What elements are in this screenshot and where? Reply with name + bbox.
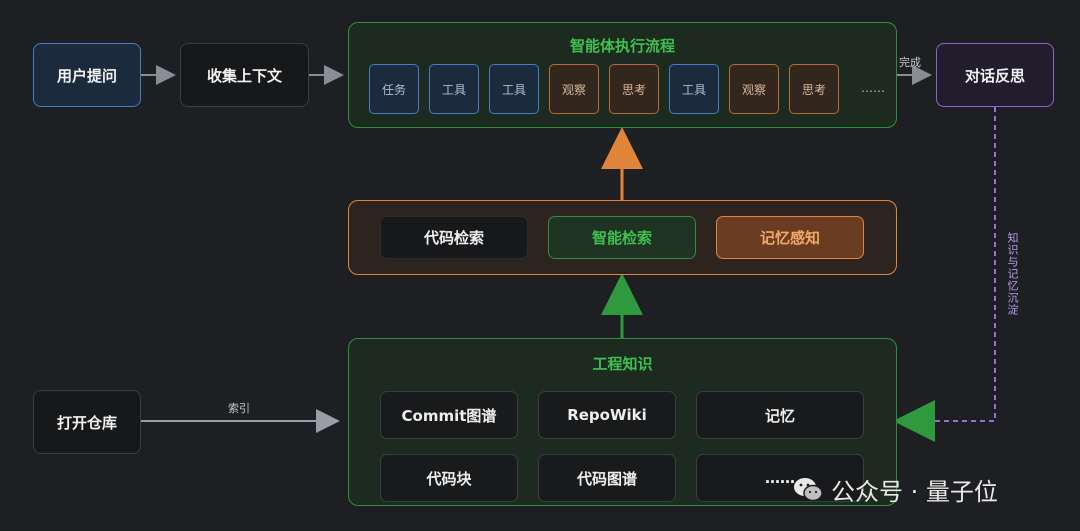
knowledge-item-repowiki: RepoWiki bbox=[538, 391, 676, 439]
flow-step: …… bbox=[861, 81, 885, 95]
flow-step: 工具 bbox=[669, 64, 719, 114]
smart-search-box: 智能检索 bbox=[548, 216, 696, 259]
user-question-node: 用户提问 bbox=[33, 43, 141, 107]
knowledge-item-memory: 记忆 bbox=[696, 391, 864, 439]
memory-aware-box: 记忆感知 bbox=[716, 216, 864, 259]
agent-flow-panel: 智能体执行流程 任务工具工具观察思考工具观察思考…… bbox=[348, 22, 897, 128]
knowledge-item-code-graph: 代码图谱 bbox=[538, 454, 676, 502]
sediment-label: 知识与记忆沉淀 bbox=[1006, 232, 1019, 316]
dialog-reflection-node: 对话反思 bbox=[936, 43, 1054, 107]
done-label: 完成 bbox=[899, 56, 921, 69]
watermark: 公众号 · 量子位 bbox=[793, 472, 998, 507]
flow-step: 观察 bbox=[549, 64, 599, 114]
retrieval-panel: 代码检索 智能检索 记忆感知 bbox=[348, 200, 897, 275]
knowledge-item-more: …… bbox=[696, 454, 864, 502]
flow-step: 思考 bbox=[609, 64, 659, 114]
index-label: 索引 bbox=[228, 402, 250, 415]
agent-flow-title: 智能体执行流程 bbox=[569, 37, 675, 55]
sediment-path bbox=[918, 107, 996, 422]
flow-step: 工具 bbox=[429, 64, 479, 114]
wechat-icon bbox=[794, 477, 823, 501]
flow-step: 工具 bbox=[489, 64, 539, 114]
knowledge-item-commit-graph: Commit图谱 bbox=[380, 391, 518, 439]
flow-step: 任务 bbox=[369, 64, 419, 114]
open-repo-node: 打开仓库 bbox=[33, 390, 141, 454]
knowledge-item-code-block: 代码块 bbox=[380, 454, 518, 502]
code-search-box: 代码检索 bbox=[380, 216, 528, 259]
watermark-text: 公众号 · 量子位 bbox=[831, 478, 998, 506]
collect-context-node: 收集上下文 bbox=[180, 43, 309, 107]
knowledge-title: 工程知识 bbox=[592, 355, 653, 373]
flow-step: 思考 bbox=[789, 64, 839, 114]
flow-step: 观察 bbox=[729, 64, 779, 114]
agent-flow-steps: 任务工具工具观察思考工具观察思考…… bbox=[369, 64, 897, 114]
